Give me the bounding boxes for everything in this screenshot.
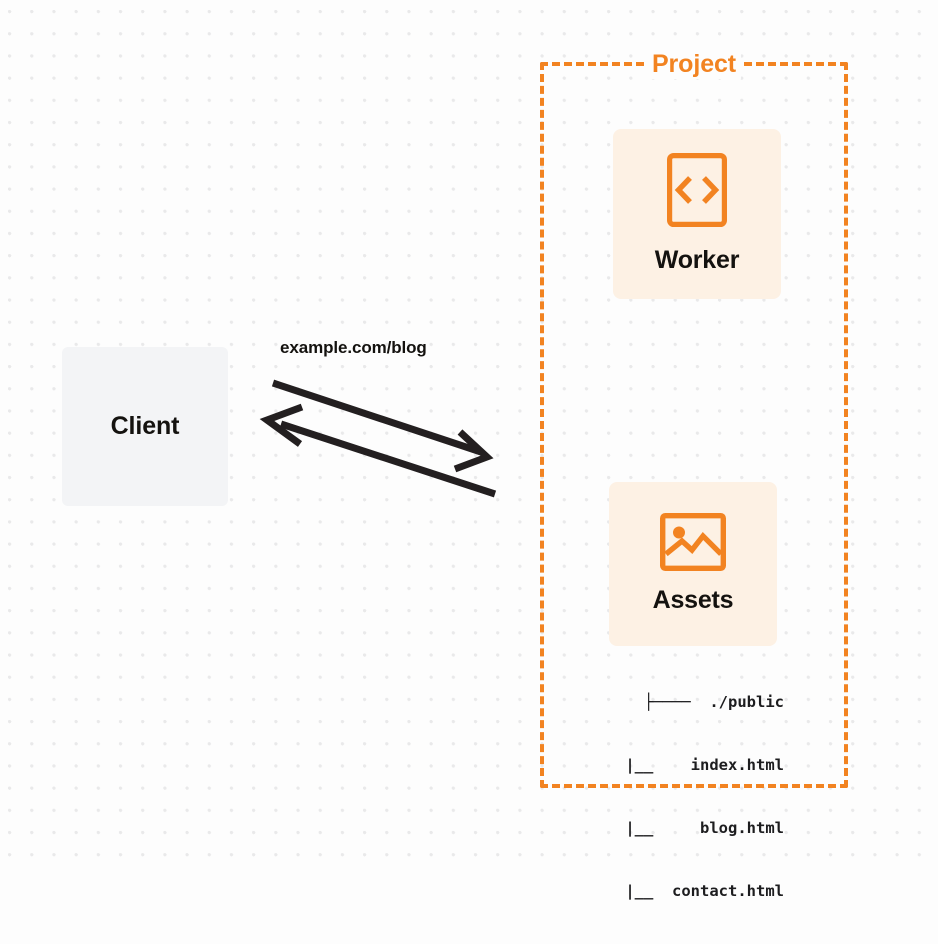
file-tree-line: |__ contact.html bbox=[597, 882, 784, 900]
arrow-response bbox=[259, 403, 497, 498]
connection-label: example.com/blog bbox=[280, 338, 427, 357]
node-assets[interactable]: Assets bbox=[609, 482, 777, 646]
image-icon bbox=[660, 513, 726, 576]
code-brackets-icon bbox=[666, 152, 727, 232]
node-client-label: Client bbox=[110, 412, 180, 440]
diagram-canvas: Client example.com/blog Project Worker bbox=[0, 0, 938, 900]
node-worker[interactable]: Worker bbox=[613, 129, 781, 299]
assets-file-tree: ├──── ./public |__ index.html |__ blog.h… bbox=[560, 650, 784, 944]
group-project: Project bbox=[540, 50, 848, 788]
arrow-request bbox=[271, 379, 494, 473]
file-tree-line: |__ index.html bbox=[597, 756, 784, 774]
node-client[interactable]: Client bbox=[62, 347, 228, 506]
file-tree-line: |__ blog.html bbox=[597, 819, 784, 837]
node-worker-label: Worker bbox=[654, 246, 740, 274]
group-project-title: Project bbox=[646, 50, 742, 79]
file-tree-line: ├──── ./public bbox=[644, 693, 784, 711]
node-assets-label: Assets bbox=[652, 586, 734, 614]
